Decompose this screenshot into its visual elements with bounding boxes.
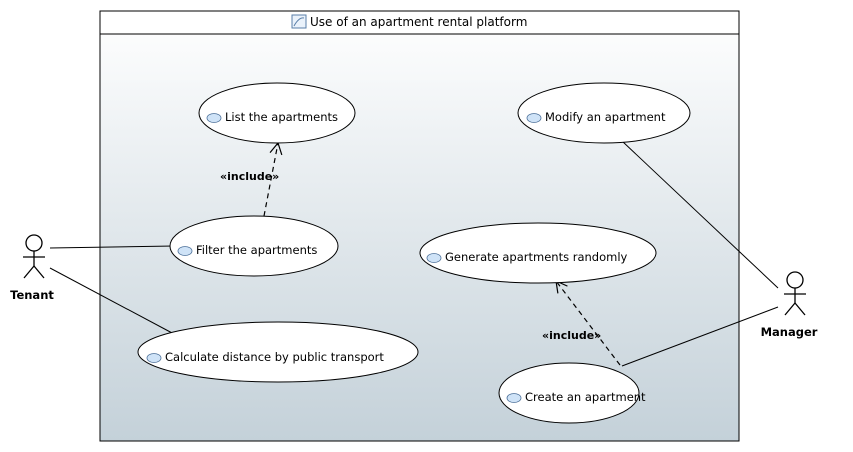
usecase-label: Calculate distance by public transport: [165, 350, 384, 364]
include-label-1: «include»: [220, 170, 279, 183]
usecase-icon: [526, 113, 542, 123]
assoc-tenant-calc: [49, 267, 175, 335]
usecase-create-apartment[interactable]: Create an apartment: [498, 362, 646, 424]
usecase-label: Generate apartments randomly: [445, 250, 628, 264]
system-title: Use of an apartment rental platform: [310, 15, 527, 29]
usecase-icon: [206, 113, 222, 123]
usecase-icon: [506, 393, 522, 403]
actor-tenant[interactable]: Tenant: [10, 234, 54, 302]
include-filter-list: [263, 141, 283, 217]
actor-label: Tenant: [10, 288, 54, 302]
assoc-tenant-filter: [49, 245, 175, 249]
usecase-calculate-distance[interactable]: Calculate distance by public transport: [137, 321, 419, 383]
usecase-label: Create an apartment: [525, 390, 646, 404]
usecase-label: Modify an apartment: [545, 110, 666, 124]
usecase-generate-apartments[interactable]: Generate apartments randomly: [419, 222, 657, 284]
stick-figure-icon: [784, 271, 806, 316]
diagram-icon: [291, 14, 307, 29]
usecase-label: List the apartments: [225, 110, 338, 124]
actor-label: Manager: [761, 325, 818, 339]
usecase-icon: [146, 353, 162, 363]
actor-manager[interactable]: Manager: [761, 271, 818, 339]
usecase-label: Filter the apartments: [196, 243, 317, 257]
assoc-manager-modify: [621, 140, 779, 289]
stick-figure-icon: [23, 234, 45, 279]
usecase-filter-apartments[interactable]: Filter the apartments: [169, 215, 339, 277]
usecase-list-apartments[interactable]: List the apartments: [198, 82, 356, 144]
assoc-manager-create: [621, 306, 779, 367]
include-label-2: «include»: [542, 329, 601, 342]
usecase-icon: [426, 253, 442, 263]
usecase-modify-apartment[interactable]: Modify an apartment: [517, 82, 691, 144]
usecase-icon: [177, 246, 193, 256]
